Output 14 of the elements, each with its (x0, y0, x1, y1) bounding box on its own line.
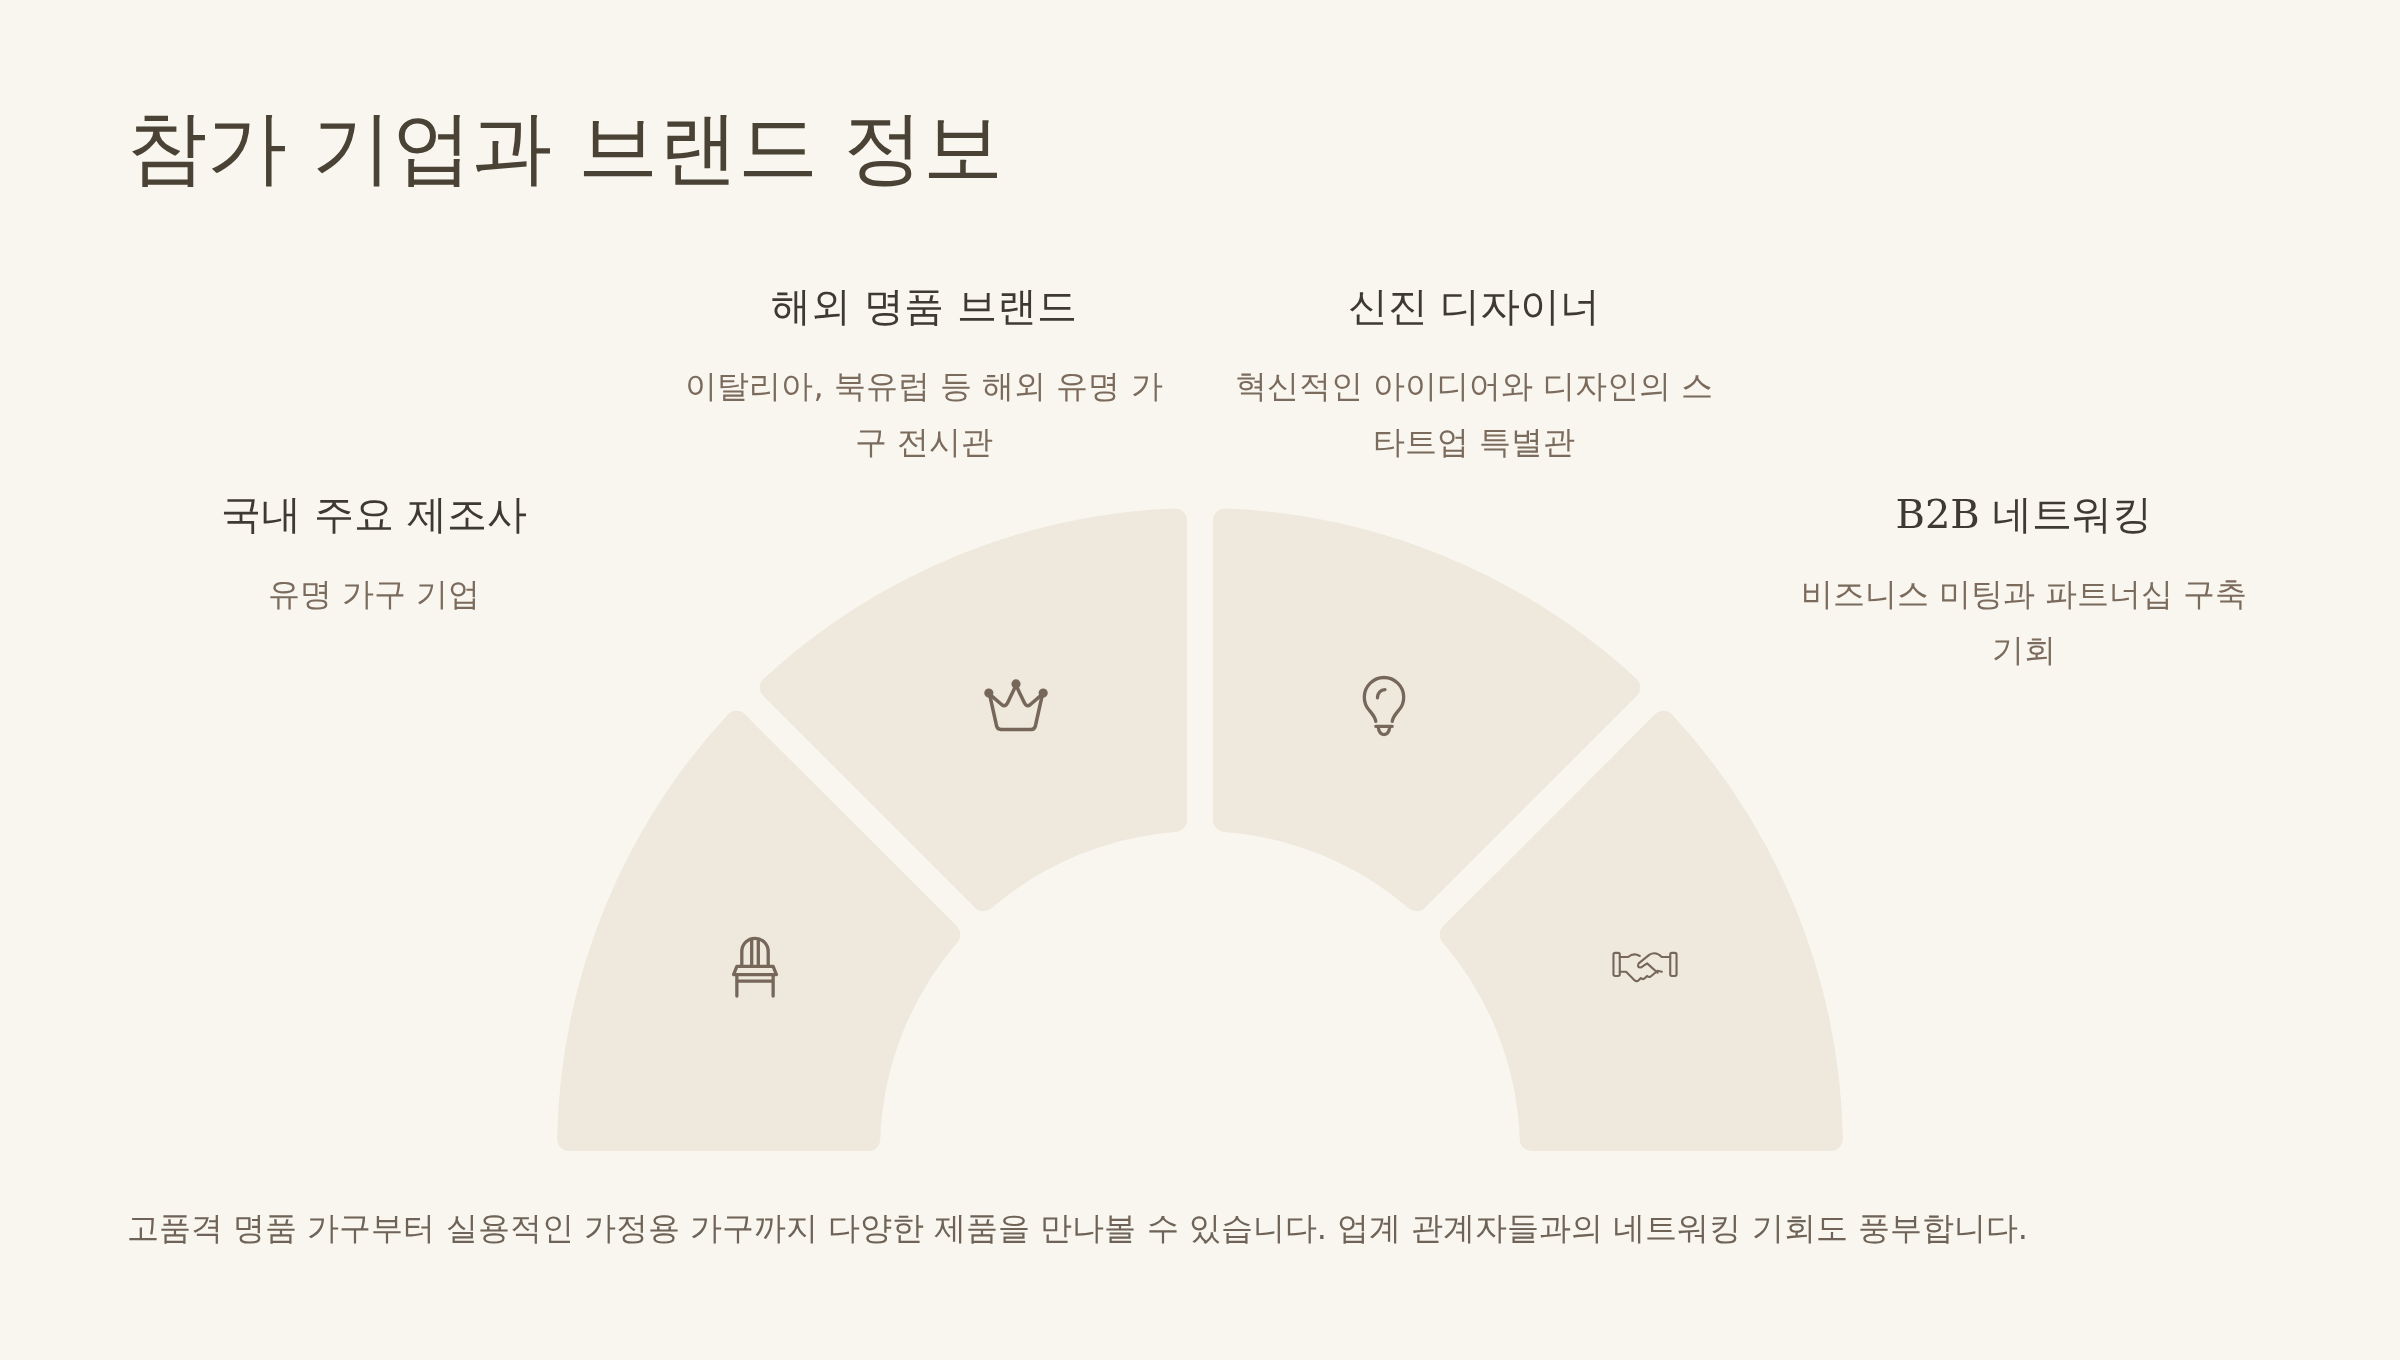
segment-heading: 신진 디자이너 (1347, 282, 1601, 331)
segment-heading: 해외 명품 브랜드 (771, 282, 1077, 331)
segment-description: 혁신적인 아이디어와 디자인의 스타트업 특별관 (1233, 366, 1715, 463)
arc-segment (759, 508, 1187, 912)
segment-heading: B2B 네트워킹 (1895, 490, 2153, 539)
arc-segment (557, 710, 961, 1151)
title: 참가 기업과 브랜드 정보 (127, 100, 1004, 196)
segment-description: 비즈니스 미팅과 파트너십 구축 기회 (1799, 574, 2249, 671)
segment-description: 이탈리아, 북유럽 등 해외 유명 가구 전시관 (684, 366, 1164, 463)
arc-segment (1213, 508, 1641, 912)
segment-description: 유명 가구 기업 (267, 574, 481, 615)
arc-segment (1439, 710, 1843, 1151)
segment-heading: 국내 주요 제조사 (221, 490, 527, 539)
caption: 고품격 명품 가구부터 실용적인 가정용 가구까지 다양한 제품을 만나볼 수 있습니다. 업계 관계자들과의 네트워킹 기회도 풍부합니다. (127, 1208, 2028, 1249)
